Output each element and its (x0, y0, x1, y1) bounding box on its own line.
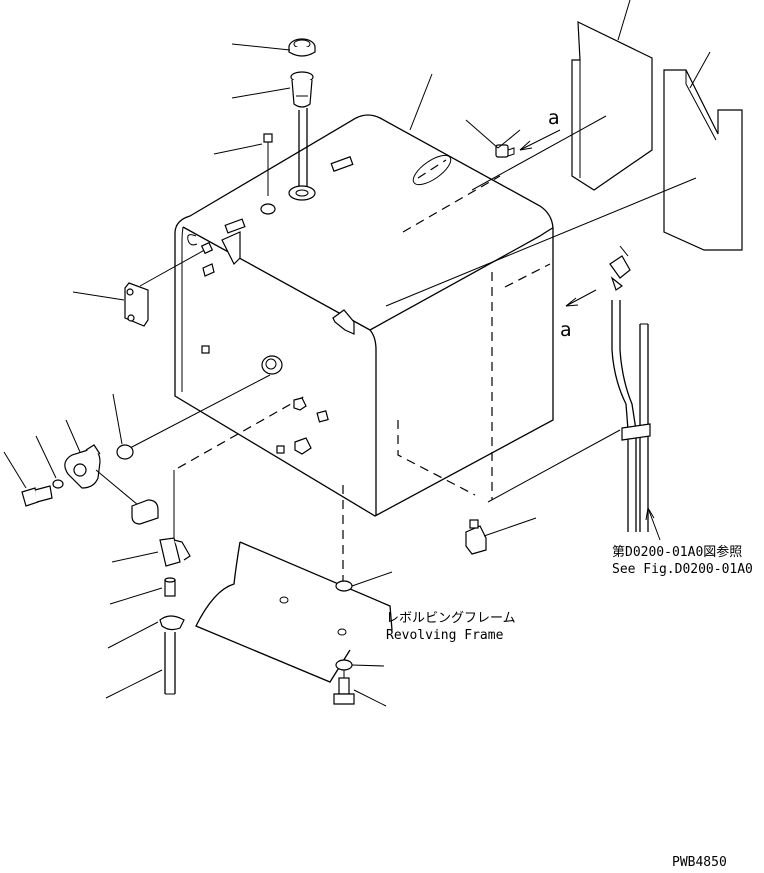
pointer-line (471, 115, 607, 191)
top-bracket (330, 156, 354, 172)
figure-reference-jp: 第D0200-01A0図参照 (612, 545, 743, 560)
drain-filter (131, 499, 159, 525)
frame-mount-washer (335, 580, 353, 671)
pointer-line (385, 177, 697, 307)
drawing-code: PWB4850 (672, 855, 727, 870)
tank-bracket-left (124, 246, 211, 327)
view-marker-lower: a (560, 319, 572, 341)
view-arrow-upper (519, 129, 561, 151)
top-bolt (260, 133, 276, 215)
pointer-line (487, 429, 621, 503)
breather-valve (465, 519, 487, 555)
hose-elbow (609, 255, 631, 291)
side-plate-1 (571, 21, 653, 191)
revolving-frame (195, 541, 393, 683)
return-hose (611, 300, 651, 532)
view-arrow-lower (565, 289, 597, 307)
leader-lines (3, 0, 711, 707)
strainer-gasket (288, 185, 316, 201)
strainer (290, 71, 314, 188)
side-plate-2 (663, 69, 743, 251)
view-marker-upper: a (548, 107, 560, 129)
revolving-frame-label-jp: レボルビングフレーム (386, 611, 516, 626)
drain-hose (164, 632, 176, 695)
figure-reference-en: See Fig.D0200-01A0 (612, 562, 753, 577)
drain-bolt (21, 479, 64, 507)
top-bracket (224, 218, 246, 234)
tank-elbows (276, 397, 329, 455)
drain-valve (64, 444, 139, 506)
hose-clamp (159, 615, 185, 631)
drain-cock (159, 470, 191, 567)
sight-gauge (116, 355, 283, 460)
top-plug (495, 144, 515, 158)
tank-upper-fittings (200, 231, 355, 335)
tank-small-plug (201, 345, 210, 354)
revolving-frame-label-en: Revolving Frame (386, 628, 504, 643)
hose-nipple (164, 577, 176, 597)
frame-mount-bolt (333, 670, 355, 705)
filler-cap (288, 38, 316, 57)
hydraulic-tank (174, 114, 554, 590)
